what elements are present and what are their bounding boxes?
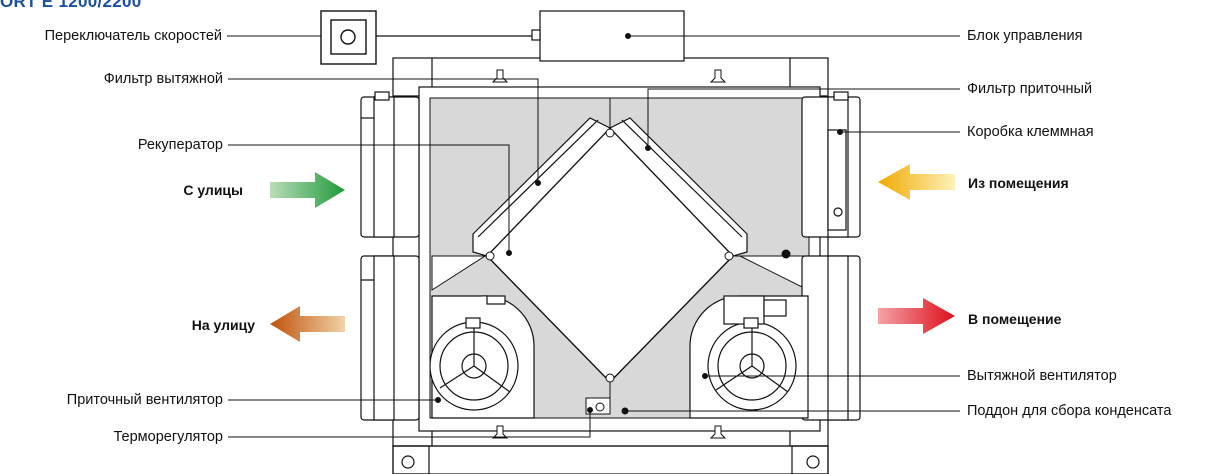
- label-to-street: На улицу: [191, 317, 255, 333]
- recuperator-clips: [485, 98, 734, 398]
- arrow-to-room: [878, 298, 955, 334]
- label-exhaust-filter: Фильтр вытяжной: [103, 71, 223, 87]
- label-exhaust-fan: Вытяжной вентилятор: [967, 368, 1117, 384]
- casing-hooks: [491, 69, 791, 439]
- label-supply-fan: Приточный вентилятор: [66, 392, 223, 408]
- unit-feet: [392, 445, 829, 474]
- filter-supply: [609, 117, 748, 257]
- label-from-room: Из помещения: [968, 175, 1069, 191]
- label-from-street: С улицы: [183, 182, 243, 198]
- label-terminal-box: Коробка клеммная: [967, 124, 1094, 140]
- supply-fan: [429, 295, 535, 419]
- arrow-from-street: [270, 172, 345, 208]
- exhaust-fan: [689, 295, 809, 419]
- diagram-title: ORT E 1200/2200: [0, 0, 142, 11]
- label-thermoregulator: Терморегулятор: [113, 429, 223, 445]
- label-condensate-tray: Поддон для сбора конденсата: [967, 403, 1172, 419]
- label-to-room: В помещение: [968, 311, 1062, 327]
- leader-lines-right: [625, 33, 960, 412]
- arrow-to-street: [270, 306, 345, 342]
- speed-switch-icon: [320, 10, 377, 65]
- leader-lines-left: [227, 35, 593, 438]
- right-ducts: [801, 91, 861, 421]
- label-speed-switch: Переключатель скоростей: [44, 28, 222, 44]
- label-supply-filter: Фильтр приточный: [967, 81, 1093, 97]
- label-control-unit: Блок управления: [967, 28, 1083, 44]
- left-ducts: [360, 91, 420, 421]
- arrow-from-room: [878, 164, 955, 200]
- label-recuperator: Рекуператор: [137, 137, 223, 153]
